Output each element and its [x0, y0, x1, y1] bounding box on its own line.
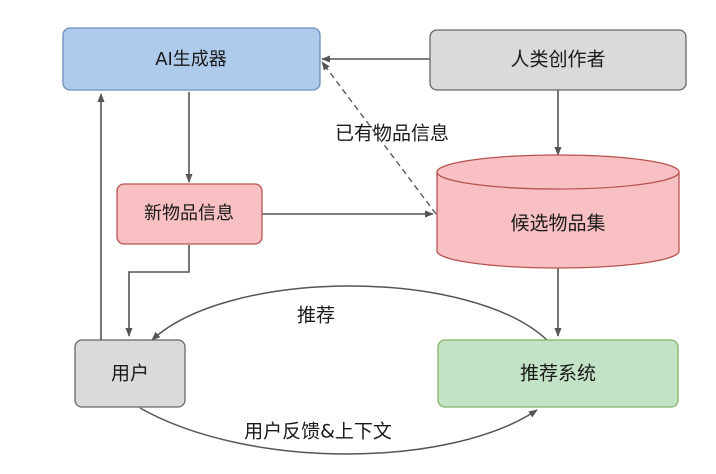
edge-candidates-to-ai-dashed: [321, 61, 437, 215]
node-candidate-set-label: 候选物品集: [510, 213, 605, 235]
node-new-item-info-label: 新物品信息: [144, 203, 234, 224]
edge-user-to-recommender: [139, 407, 538, 455]
edge-label-user-feedback-context: 用户反馈&上下文: [244, 421, 392, 443]
node-recommender: 推荐系统: [437, 339, 679, 408]
node-new-item-info: 新物品信息: [116, 183, 263, 245]
edge-recommender-to-user: [151, 285, 548, 341]
node-ai-generator: AI生成器: [62, 27, 321, 91]
node-user: 用户: [74, 339, 186, 408]
edge-label-recommend: 推荐: [297, 305, 335, 327]
node-recommender-label: 推荐系统: [520, 363, 596, 385]
edge-new-item-to-user: [125, 245, 190, 337]
node-human-creator-label: 人类创作者: [510, 49, 605, 71]
node-human-creator: 人类创作者: [429, 29, 687, 91]
node-user-label: 用户: [111, 363, 149, 385]
edge-label-existing-item-info: 已有物品信息: [335, 123, 449, 145]
node-candidate-set: 候选物品集: [436, 154, 680, 269]
node-ai-generator-label: AI生成器: [155, 49, 227, 70]
